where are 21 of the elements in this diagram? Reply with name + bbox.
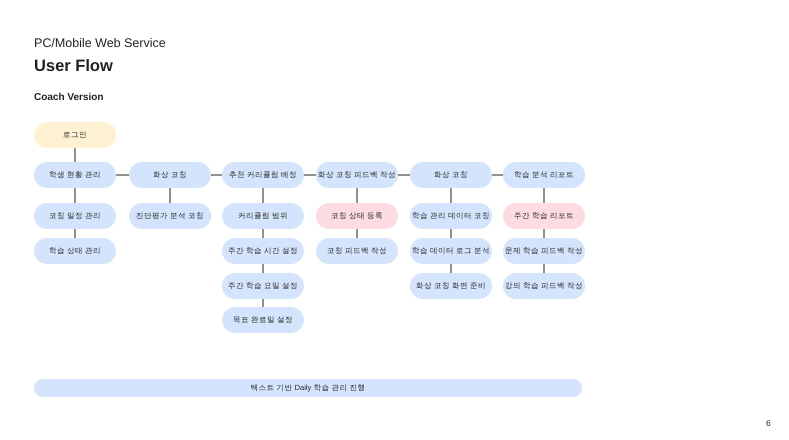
connector-line xyxy=(74,228,76,238)
connector-line xyxy=(262,298,264,308)
connector-line xyxy=(262,188,264,204)
connector-line xyxy=(210,174,222,176)
connector-line xyxy=(304,174,316,176)
connector-line xyxy=(74,188,76,204)
connector-line xyxy=(356,228,358,238)
connector-line xyxy=(398,174,410,176)
connector-line xyxy=(116,174,130,176)
connector-line xyxy=(492,174,504,176)
connector-line xyxy=(74,148,76,162)
connector-line xyxy=(262,228,264,238)
connector-line xyxy=(450,264,452,274)
connector-line xyxy=(450,228,452,238)
section-heading: Coach Version xyxy=(34,92,104,104)
subtitle: PC/Mobile Web Service xyxy=(34,36,166,50)
connector-line xyxy=(262,264,264,274)
page-number: 6 xyxy=(766,419,771,429)
connector-line xyxy=(356,188,358,204)
page-title: User Flow xyxy=(34,57,113,76)
connector-line xyxy=(450,188,452,204)
